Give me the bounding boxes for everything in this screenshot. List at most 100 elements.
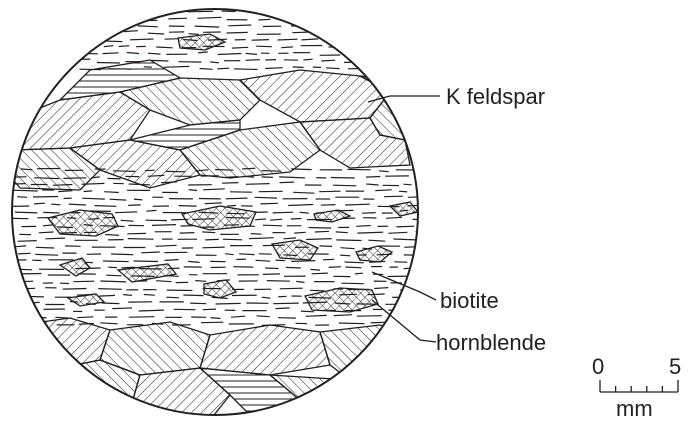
biotite-flake xyxy=(18,253,31,254)
biotite-flake xyxy=(222,11,236,12)
biotite-flake xyxy=(399,191,407,192)
biotite-flake xyxy=(239,254,254,255)
biotite-flake xyxy=(286,267,301,268)
biotite-flake xyxy=(389,310,404,311)
biotite-flake xyxy=(255,197,277,198)
biotite-flake xyxy=(100,281,126,282)
biotite-flake xyxy=(251,234,262,235)
biotite-flake xyxy=(276,260,286,261)
biotite-flake xyxy=(362,213,376,214)
biotite-flake xyxy=(104,192,119,193)
biotite-flake xyxy=(216,303,241,304)
biotite-flake xyxy=(15,269,32,270)
biotite-flake xyxy=(111,254,133,255)
biotite-flake xyxy=(296,281,304,282)
biotite-flake xyxy=(189,34,199,35)
biotite-flake xyxy=(124,31,138,32)
biotite-flake xyxy=(165,39,179,40)
biotite-flake xyxy=(51,204,60,205)
biotite-flake xyxy=(203,309,216,310)
biotite-flake xyxy=(128,239,154,240)
biotite-flake xyxy=(188,261,200,262)
scale-bar: 0 5 mm xyxy=(592,354,681,421)
biotite-flake xyxy=(388,232,407,233)
biotite-flake xyxy=(409,311,423,312)
biotite-flake xyxy=(22,322,47,323)
biotite-flake xyxy=(321,60,335,61)
biotite-flake xyxy=(294,232,306,233)
biotite-flake xyxy=(164,66,190,67)
biotite-flake xyxy=(408,196,431,197)
biotite-flake xyxy=(18,67,38,68)
biotite-flake xyxy=(366,184,378,185)
biotite-flake xyxy=(130,39,154,40)
biotite-flake xyxy=(315,231,329,232)
biotite-flake xyxy=(263,274,280,275)
biotite-flake xyxy=(371,322,385,323)
biotite-flake xyxy=(262,177,273,178)
biotite-flake xyxy=(34,203,45,204)
biotite-flake xyxy=(128,205,141,206)
biotite-flake xyxy=(375,60,394,61)
biotite-flake xyxy=(372,66,382,67)
biotite-flake xyxy=(280,288,303,289)
biotite-flake xyxy=(100,323,117,324)
biotite-flake xyxy=(129,317,155,318)
biotite-flake xyxy=(195,26,220,27)
biotite-flake xyxy=(205,239,219,240)
biotite-flake xyxy=(340,248,354,249)
biotite-flake xyxy=(284,238,297,239)
biotite-flake xyxy=(249,238,274,239)
biotite-flake xyxy=(12,316,31,317)
biotite-flake xyxy=(200,69,213,70)
biotite-flake xyxy=(16,274,41,275)
biotite-flake xyxy=(148,33,164,34)
biotite-flake xyxy=(58,191,72,192)
biotite-flake xyxy=(139,310,164,311)
biotite-flake xyxy=(378,46,400,47)
biotite-flake xyxy=(310,290,325,291)
biotite-flake xyxy=(43,212,59,213)
biotite-flake xyxy=(280,182,294,183)
biotite-flake xyxy=(331,178,355,179)
field-of-view-content xyxy=(5,10,443,424)
biotite-flake xyxy=(265,268,279,269)
biotite-flake xyxy=(156,281,171,282)
biotite-flake xyxy=(205,203,222,204)
biotite-flake xyxy=(69,204,86,205)
biotite-flake xyxy=(246,184,270,185)
biotite-flake xyxy=(217,68,229,69)
biotite-flake xyxy=(77,317,93,318)
biotite-flake xyxy=(323,259,334,260)
k-feldspar-label: K feldspar xyxy=(446,84,545,109)
biotite-flake xyxy=(300,212,309,213)
biotite-flake xyxy=(379,171,389,172)
biotite-flake xyxy=(258,19,270,20)
biotite-flake xyxy=(323,18,336,19)
biotite-flake xyxy=(108,178,121,179)
biotite-flake xyxy=(263,225,282,226)
biotite-flake xyxy=(202,247,224,248)
biotite-flake xyxy=(306,239,332,240)
biotite-flake xyxy=(48,53,70,54)
biotite-flake xyxy=(301,311,314,312)
biotite-flake xyxy=(141,252,160,253)
biotite-flake xyxy=(353,26,379,27)
biotite-flake xyxy=(279,177,305,178)
biotite-flake xyxy=(84,191,93,192)
biotite-flake xyxy=(361,33,386,34)
biotite-flake xyxy=(375,190,391,191)
biotite-flake xyxy=(357,316,382,317)
biotite-flake xyxy=(201,322,223,323)
biotite-flake xyxy=(168,18,187,19)
biotite-flake xyxy=(345,267,361,268)
biotite-flake xyxy=(127,53,139,54)
biotite-flake xyxy=(291,261,315,262)
biotite-flake xyxy=(256,46,272,47)
biotite-flake xyxy=(293,67,304,68)
biotite-flake xyxy=(13,25,28,26)
biotite-flake xyxy=(302,39,319,40)
biotite-flake xyxy=(389,67,402,68)
biotite-flake xyxy=(195,281,206,282)
